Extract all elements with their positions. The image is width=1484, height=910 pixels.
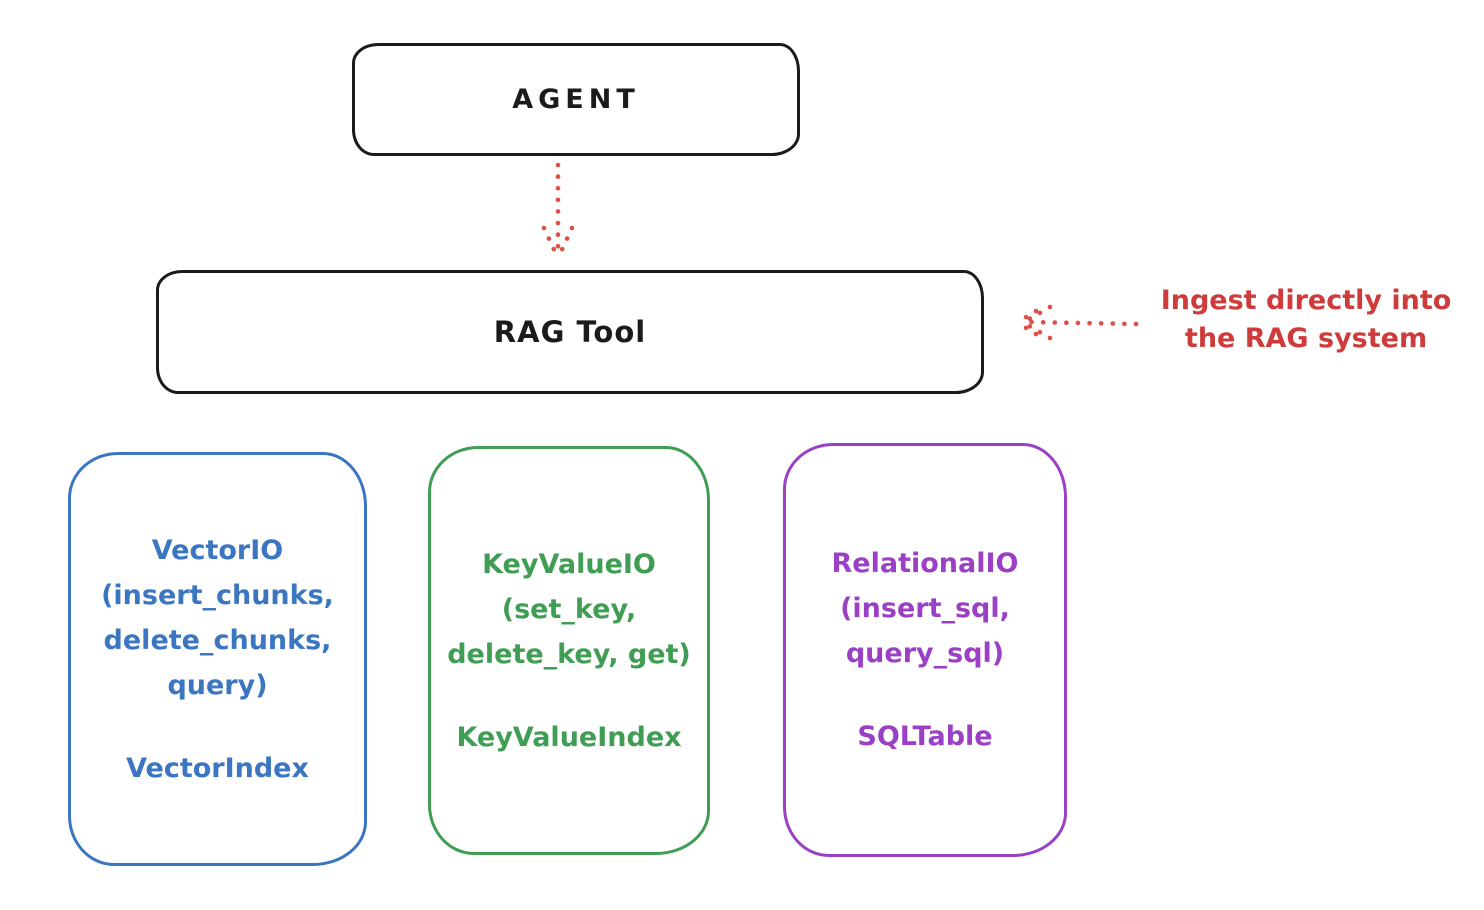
arrow-left-icon xyxy=(1015,304,1139,341)
arrow-down-icon xyxy=(541,162,575,259)
vector-io-methods: VectorIO (insert_chunks, delete_chunks, … xyxy=(101,534,334,701)
rag-tool-label: RAG Tool xyxy=(493,315,647,349)
sql-table-label: SQLTable xyxy=(857,721,993,752)
vector-io-card: VectorIO (insert_chunks, delete_chunks, … xyxy=(68,452,367,866)
rag-tool-box: RAG Tool xyxy=(156,270,984,394)
ingest-annotation-line1: Ingest directly into xyxy=(1160,285,1452,316)
keyvalue-index-label: KeyValueIndex xyxy=(456,721,682,753)
keyvalue-io-card: KeyValueIO (set_key, delete_key, get) Ke… xyxy=(428,446,710,855)
keyvalue-io-methods: KeyValueIO (set_key, delete_key, get) xyxy=(447,548,691,670)
agent-label: AGENT xyxy=(512,84,640,115)
ingest-annotation: Ingest directly into the RAG system xyxy=(1136,282,1476,358)
relational-io-card: RelationalIO (insert_sql, query_sql) SQL… xyxy=(783,443,1067,857)
vector-index-label: VectorIndex xyxy=(126,752,309,784)
relational-io-methods: RelationalIO (insert_sql, query_sql) xyxy=(831,548,1019,669)
ingest-annotation-line2: the RAG system xyxy=(1184,323,1428,354)
agent-box: AGENT xyxy=(352,43,800,156)
